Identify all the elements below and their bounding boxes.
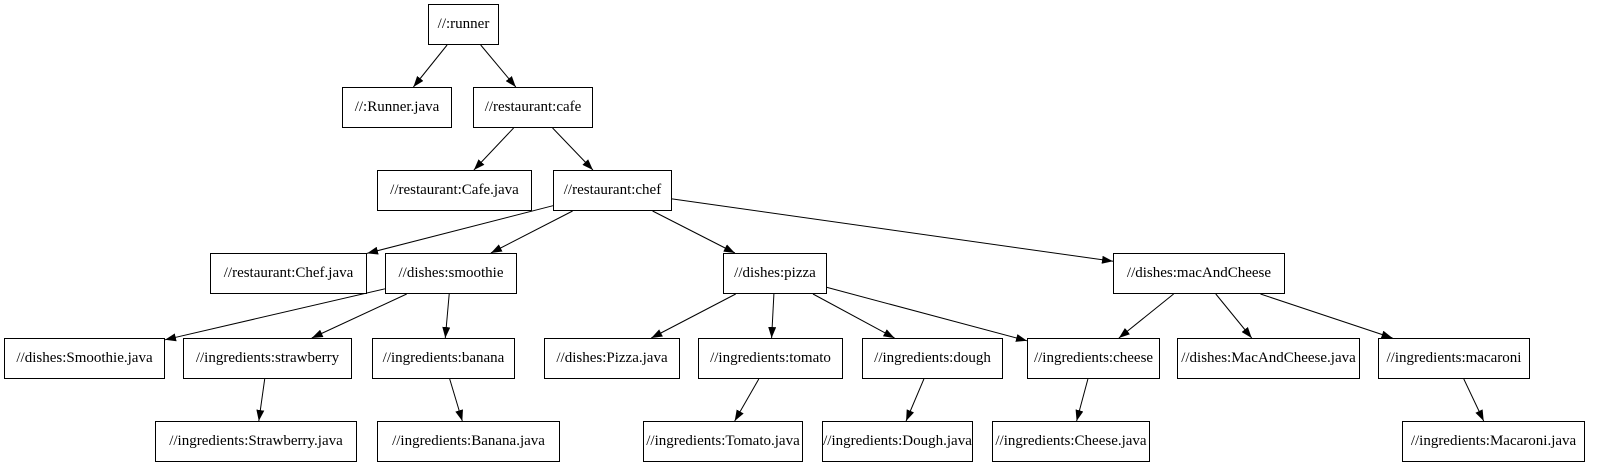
graph-node-cheese: //ingredients:cheese xyxy=(1027,338,1160,379)
graph-edge-banana-to-banana-java xyxy=(449,378,463,422)
graph-node-strawberry: //ingredients:strawberry xyxy=(183,338,352,379)
graph-edge-cheese-to-cheese-java xyxy=(1075,378,1089,422)
graph-node-mac-and-cheese-java: //dishes:MacAndCheese.java xyxy=(1177,338,1360,379)
graph-node-smoothie-java: //dishes:Smoothie.java xyxy=(4,338,165,379)
graph-edge-cafe-to-cafe-java xyxy=(473,127,514,171)
graph-edge-strawberry-to-strawberry-java xyxy=(256,378,266,422)
graph-node-pizza: //dishes:pizza xyxy=(723,253,827,294)
graph-node-banana: //ingredients:banana xyxy=(372,338,515,379)
graph-node-chef: //restaurant:chef xyxy=(553,170,672,211)
graph-edge-mac-and-cheese-to-macaroni xyxy=(1260,293,1393,339)
graph-node-macaroni: //ingredients:macaroni xyxy=(1378,338,1530,379)
graph-edge-macaroni-to-macaroni-java xyxy=(1463,378,1485,422)
graph-node-runner-java: //:Runner.java xyxy=(342,87,452,128)
graph-node-dough-java: //ingredients:Dough.java xyxy=(822,421,973,462)
graph-edge-pizza-to-pizza-java xyxy=(651,293,736,339)
graph-node-chef-java: //restaurant:Chef.java xyxy=(210,253,367,294)
graph-node-tomato: //ingredients:tomato xyxy=(698,338,843,379)
graph-edge-pizza-to-dough xyxy=(812,293,895,339)
graph-node-cafe: //restaurant:cafe xyxy=(473,87,593,128)
graph-node-mac-and-cheese: //dishes:macAndCheese xyxy=(1113,253,1285,294)
graph-edge-pizza-to-tomato xyxy=(768,293,777,339)
graph-node-cheese-java: //ingredients:Cheese.java xyxy=(992,421,1150,462)
graph-node-dough: //ingredients:dough xyxy=(862,338,1003,379)
graph-edge-chef-to-chef-java xyxy=(366,205,554,255)
graph-node-banana-java: //ingredients:Banana.java xyxy=(377,421,560,462)
graph-edge-chef-to-pizza xyxy=(652,210,736,254)
graph-edge-tomato-to-tomato-java xyxy=(734,378,760,422)
graph-node-runner: //:runner xyxy=(428,4,499,45)
graph-edge-runner-to-runner-java xyxy=(413,44,448,88)
graph-edge-cafe-to-chef xyxy=(552,127,594,171)
graph-edge-dough-to-dough-java xyxy=(905,378,925,422)
graph-edge-chef-to-mac-and-cheese xyxy=(671,198,1114,264)
graph-node-strawberry-java: //ingredients:Strawberry.java xyxy=(155,421,357,462)
graph-edge-smoothie-to-strawberry xyxy=(311,293,407,339)
graph-edge-mac-and-cheese-to-mac-and-cheese-java xyxy=(1215,293,1253,339)
graph-node-pizza-java: //dishes:Pizza.java xyxy=(544,338,680,379)
graph-node-cafe-java: //restaurant:Cafe.java xyxy=(377,170,532,211)
graph-edge-pizza-to-cheese xyxy=(826,286,1028,342)
graph-edge-smoothie-to-banana xyxy=(442,293,451,339)
graph-node-tomato-java: //ingredients:Tomato.java xyxy=(643,421,803,462)
graph-edge-mac-and-cheese-to-cheese xyxy=(1118,293,1174,339)
graph-node-macaroni-java: //ingredients:Macaroni.java xyxy=(1402,421,1585,462)
graph-node-smoothie: //dishes:smoothie xyxy=(385,253,517,294)
graph-edge-runner-to-cafe xyxy=(480,44,517,88)
graph-edge-smoothie-to-smoothie-java xyxy=(164,288,386,342)
graph-edge-chef-to-smoothie xyxy=(490,210,573,254)
